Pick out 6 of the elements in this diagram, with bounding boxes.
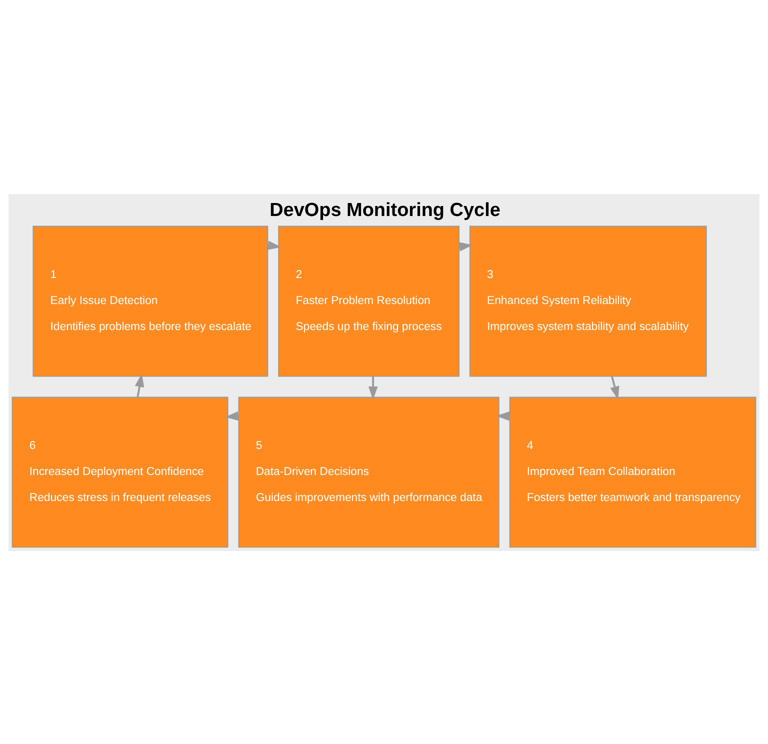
node-box: 6 Increased Deployment Confidence Reduces stress in frequent releases: [12, 396, 228, 548]
diagram-title: DevOps Monitoring Cycle: [270, 199, 500, 220]
arrow: [610, 376, 620, 400]
arrow: [134, 373, 144, 397]
arrow: [368, 376, 378, 400]
node-box: 3 Enhanced System Reliability Improves system stability and scalability: [469, 225, 707, 376]
